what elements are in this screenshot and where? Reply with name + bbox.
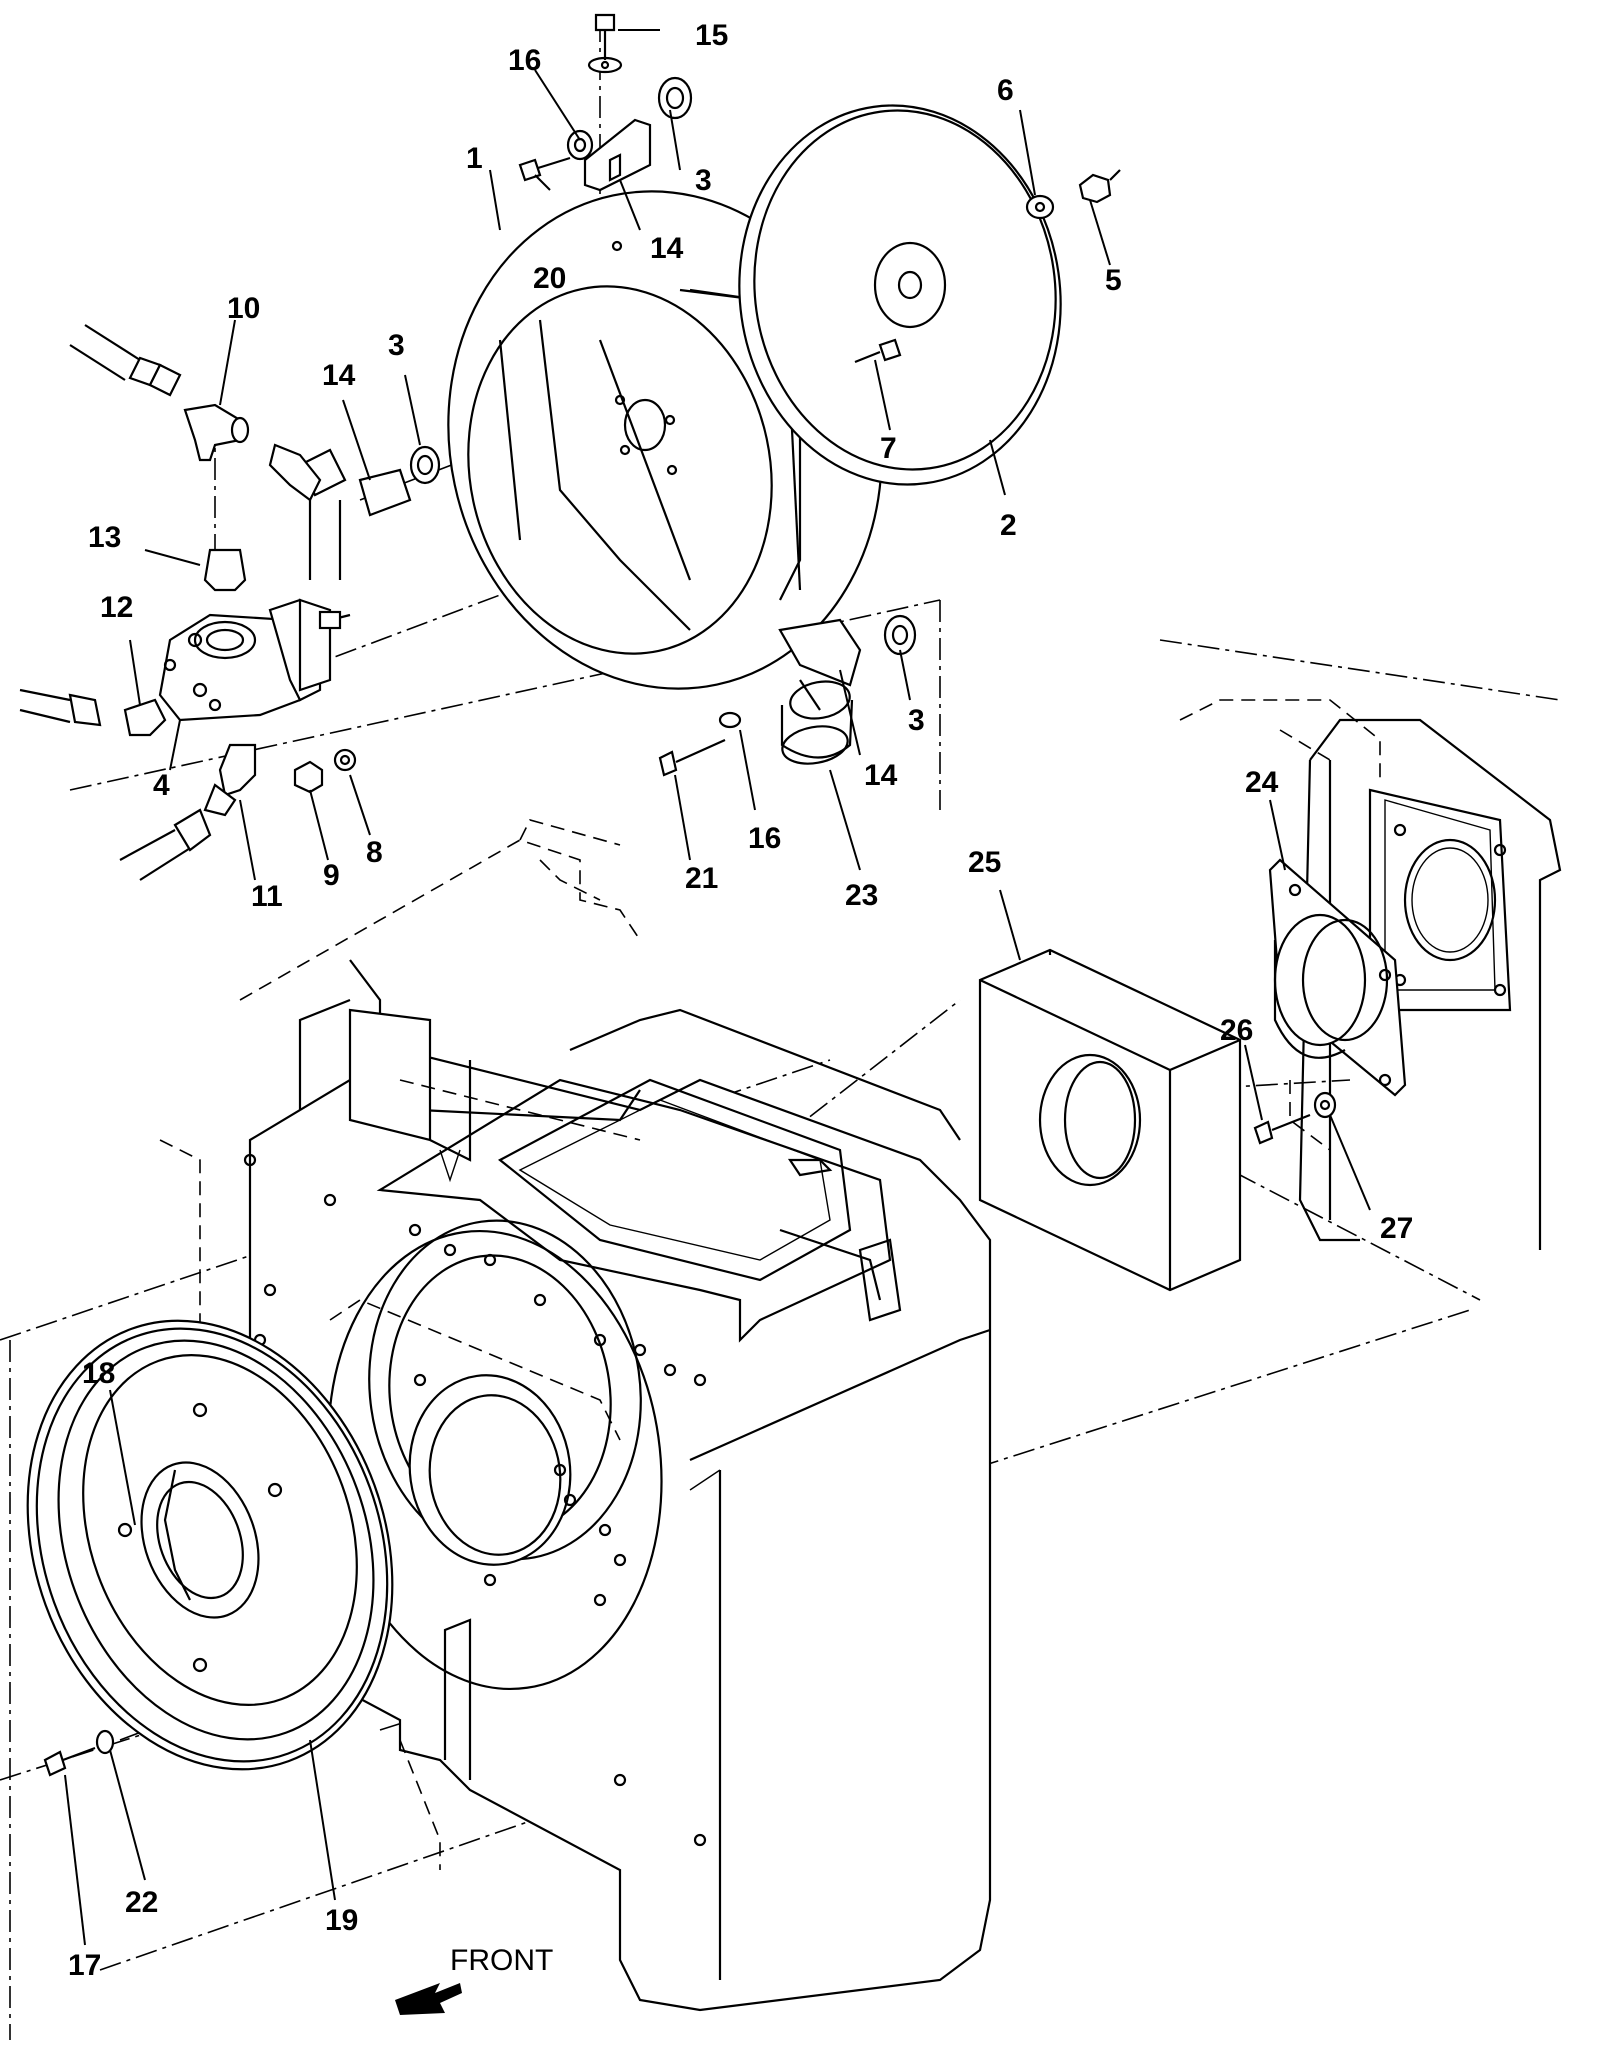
callout-8: 8 <box>366 836 383 869</box>
callout-26: 26 <box>1220 1014 1253 1047</box>
callout-4: 4 <box>153 769 170 802</box>
fan-brackets <box>358 13 1121 777</box>
flange-adapter <box>1253 858 1407 1145</box>
callout-19: 19 <box>325 1904 358 1937</box>
callout-21: 21 <box>685 862 718 895</box>
hoses <box>19 324 347 881</box>
callout-16: 16 <box>748 822 781 855</box>
callout-11: 11 <box>251 880 283 913</box>
callout-18: 18 <box>82 1357 115 1390</box>
callout-27: 27 <box>1380 1212 1413 1245</box>
clamp-sleeve <box>780 679 854 765</box>
callout-7: 7 <box>880 432 897 465</box>
callout-22: 22 <box>125 1886 158 1919</box>
arrow-front-icon <box>395 1983 462 2015</box>
callout-24: 24 <box>1245 766 1279 799</box>
front-label: FRONT <box>450 1944 553 1977</box>
callout-25: 25 <box>968 846 1001 879</box>
callout-14: 14 <box>650 232 684 265</box>
callout-13: 13 <box>88 521 121 554</box>
callout-2: 2 <box>1000 509 1017 542</box>
callout-20: 20 <box>533 262 566 295</box>
callout-9: 9 <box>323 859 340 892</box>
fittings <box>123 403 357 817</box>
front-arrow: FRONT <box>395 1944 553 2015</box>
callout-14: 14 <box>864 759 898 792</box>
callout-15: 15 <box>695 19 728 52</box>
hydraulic-motor <box>158 598 351 722</box>
callout-12: 12 <box>100 591 133 624</box>
callout-10: 10 <box>227 292 260 325</box>
callout-3: 3 <box>908 704 925 737</box>
callout-14: 14 <box>322 359 356 392</box>
callout-labels: 1 2 3 3 3 4 5 6 7 8 9 10 11 12 13 14 14 … <box>68 19 1413 1982</box>
callout-23: 23 <box>845 879 878 912</box>
callout-16: 16 <box>508 44 541 77</box>
callout-3: 3 <box>388 329 405 362</box>
callout-5: 5 <box>1105 264 1122 297</box>
leader-lines <box>64 29 1371 1946</box>
frame-outline <box>239 699 1381 1151</box>
callout-1: 1 <box>466 142 483 175</box>
callout-17: 17 <box>68 1949 101 1982</box>
callout-3: 3 <box>695 164 712 197</box>
callout-6: 6 <box>997 74 1014 107</box>
fan-disc <box>738 104 1062 486</box>
transmission-housing <box>159 959 992 2012</box>
seal-block <box>978 948 1242 1292</box>
